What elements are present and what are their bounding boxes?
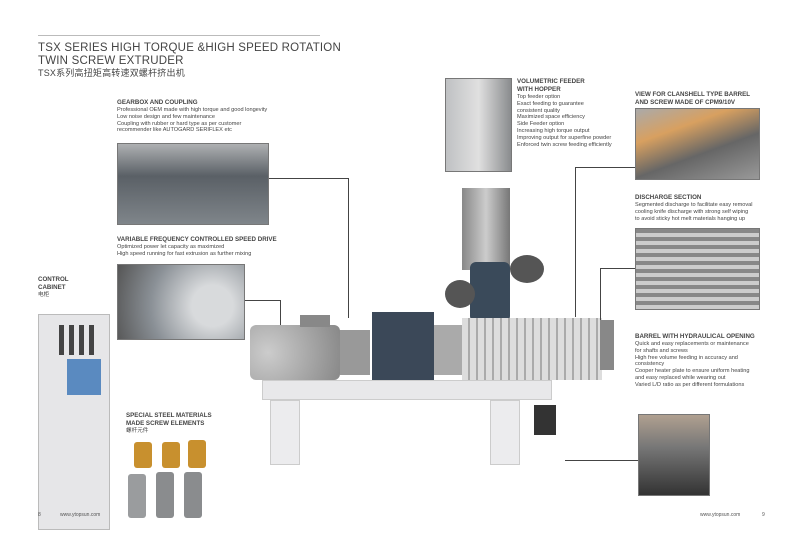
feeder-text: Increasing high torque output	[517, 127, 590, 134]
barrel-text: for shafts and screws	[635, 347, 688, 354]
gearbox-text: Professional OEM made with high torque a…	[117, 107, 268, 113]
barrel-text: Quick and easy replacements or maintenan…	[635, 341, 749, 347]
cabinet-cn: 电柜	[38, 292, 50, 298]
cabinet-section: CONTROL CABINET 电柜	[38, 276, 69, 299]
footer-url-right[interactable]: www.ytopsun.com	[700, 512, 741, 518]
connector-line	[575, 167, 635, 168]
hydraulic-photo	[638, 414, 710, 496]
feeder-text: Exact feeding to guarantee	[517, 100, 584, 107]
drive-text: High speed running for fast extrusion as…	[117, 250, 252, 257]
feeder-section: VOLUMETRIC FEEDER WITH HOPPER Top feeder…	[517, 78, 612, 148]
footer-url-left[interactable]: www.ytopsun.com	[60, 512, 101, 518]
gearbox-text: recommender like AUTOGARD SERIFLEX etc	[117, 127, 232, 134]
screws-heading: SPECIAL STEEL MATERIALS	[126, 412, 212, 419]
screws-heading: MADE SCREW ELEMENTS	[126, 420, 205, 427]
page-title: TSX SERIES HIGH TORQUE &HIGH SPEED ROTAT…	[38, 42, 341, 80]
gearbox-text: Low noise design and few maintenance	[117, 113, 215, 120]
feeder-text: Top feeder option	[517, 94, 561, 100]
clamshell-photo	[635, 108, 760, 180]
screw-elements-image	[126, 440, 216, 530]
motor-photo	[117, 264, 245, 340]
feeder-photo	[445, 78, 512, 172]
screws-cn: 螺杆元件	[126, 428, 149, 434]
feeder-text: Enforced twin screw feeding efficiently	[517, 141, 612, 148]
connector-line	[280, 300, 281, 325]
cabinet-heading: CABINET	[38, 284, 66, 291]
barrel-text: and easy replaced while wearing out	[635, 374, 726, 381]
gearbox-photo	[117, 143, 269, 225]
feeder-text: Improving output for superfine powder	[517, 134, 612, 141]
drive-heading: VARIABLE FREQUENCY CONTROLLED SPEED DRIV…	[117, 236, 277, 243]
connector-line	[600, 268, 635, 269]
barrel-text: Cooper heater plate to ensure uniform he…	[635, 368, 750, 375]
feeder-heading: WITH HOPPER	[517, 86, 561, 93]
feeder-heading: VOLUMETRIC FEEDER	[517, 78, 585, 85]
discharge-text: to avoid sticky hot melt materials hangi…	[635, 215, 746, 222]
gearbox-section: GEARBOX AND COUPLING Professional OEM ma…	[117, 99, 267, 134]
discharge-heading: DISCHARGE SECTION	[635, 194, 702, 201]
header-rule	[38, 35, 320, 36]
title-line-2: TWIN SCREW EXTRUDER	[38, 54, 184, 67]
barrel-heading: BARREL WITH HYDRAULICAL OPENING	[635, 333, 755, 340]
page-number-left: 8	[38, 512, 41, 518]
connector-line	[565, 460, 638, 461]
clamshell-section: VIEW FOR CLANSHELL TYPE BARREL AND SCREW…	[635, 91, 750, 107]
gearbox-heading: GEARBOX AND COUPLING	[117, 99, 198, 106]
title-line-3: TSX系列高扭矩高转速双螺杆挤出机	[38, 68, 185, 78]
barrel-text: High free volume feeding in accuracy and	[635, 354, 738, 361]
clamshell-heading: VIEW FOR CLANSHELL TYPE BARREL	[635, 91, 751, 98]
barrel-section: BARREL WITH HYDRAULICAL OPENING Quick an…	[635, 333, 755, 389]
connector-line	[245, 300, 280, 301]
feeder-text: Maximized space efficiency	[517, 114, 585, 121]
page-number-right: 9	[762, 512, 765, 518]
gearbox-text: Coupling with rubber or hard type as per…	[117, 120, 242, 127]
barrel-text: Varied L/D ratio as per different formul…	[635, 381, 745, 388]
control-cabinet-image	[38, 314, 110, 530]
clamshell-heading: AND SCREW MADE OF CPM9/10V	[635, 99, 736, 106]
connector-line	[269, 178, 349, 179]
discharge-text: cooling knife discharge with strong self…	[635, 208, 749, 215]
title-line-1: TSX SERIES HIGH TORQUE &HIGH SPEED ROTAT…	[38, 42, 341, 54]
drive-section: VARIABLE FREQUENCY CONTROLLED SPEED DRIV…	[117, 236, 277, 258]
feeder-text: Side Feeder option	[517, 121, 565, 128]
feeder-text: consistent quality	[517, 107, 560, 114]
connector-line	[348, 178, 349, 318]
connector-line	[575, 167, 576, 317]
drive-text: Optimized power let capacity as maximize…	[117, 244, 225, 250]
discharge-section: DISCHARGE SECTION Segmented discharge to…	[635, 194, 753, 222]
discharge-text: Segmented discharge to facilitate easy r…	[635, 202, 753, 208]
barrel-text: consistency	[635, 361, 665, 368]
cabinet-heading: CONTROL	[38, 276, 69, 283]
discharge-photo	[635, 228, 760, 310]
connector-line	[600, 268, 601, 320]
screws-section: SPECIAL STEEL MATERIALS MADE SCREW ELEME…	[126, 412, 212, 435]
